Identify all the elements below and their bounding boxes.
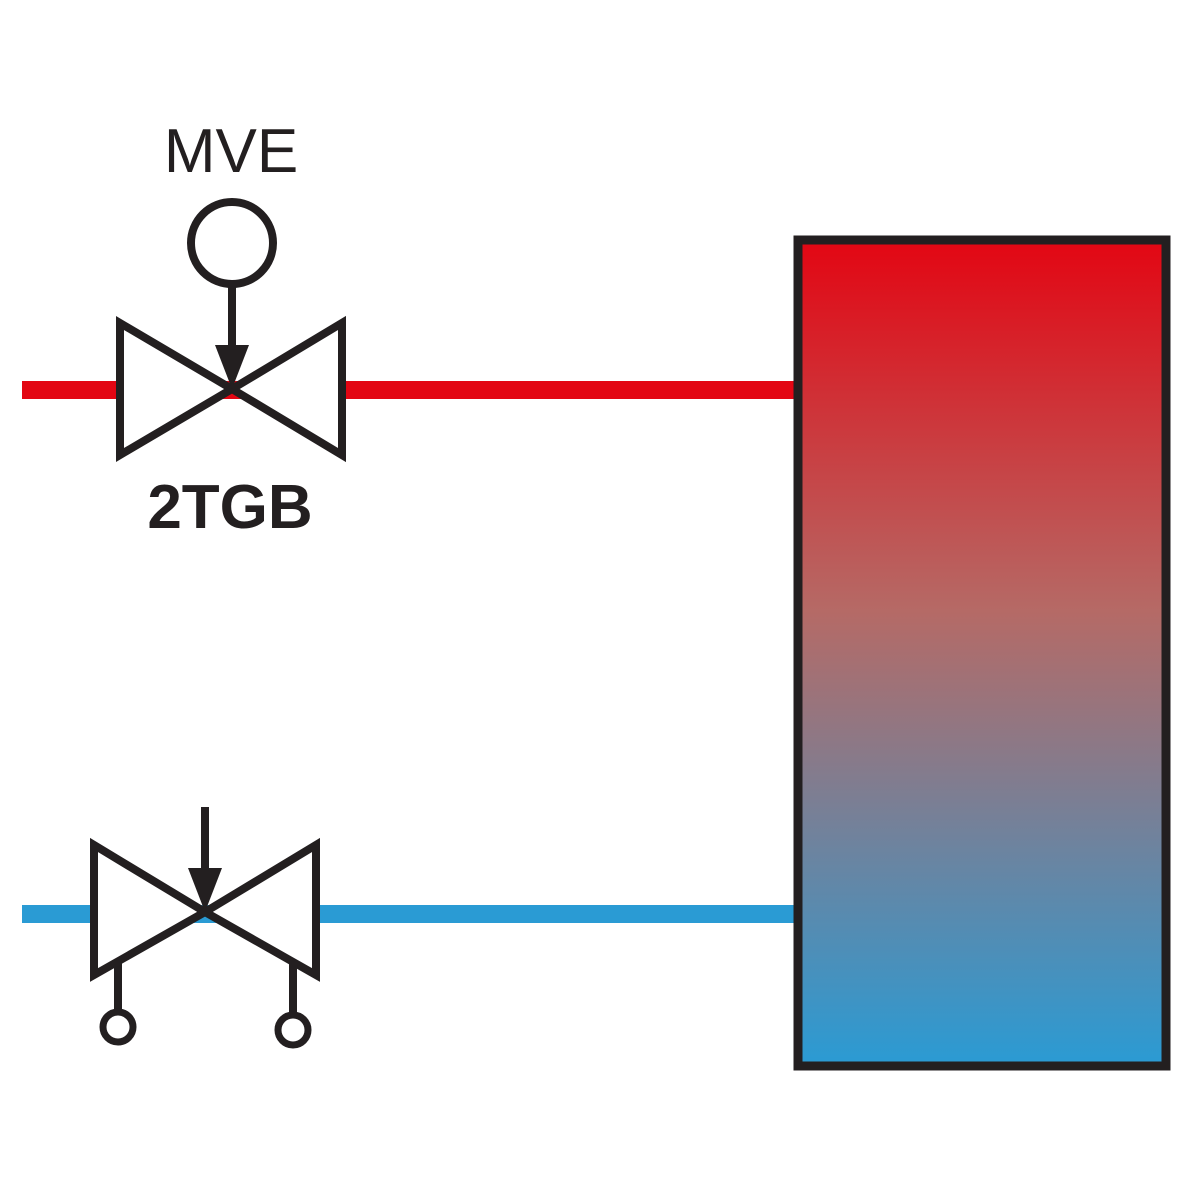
valve-label: 2TGB <box>147 473 312 542</box>
valve-right-triangle <box>197 837 320 982</box>
left-port-circle-icon <box>99 1008 137 1046</box>
valve-left-triangle <box>116 316 240 462</box>
actuator-circle-icon <box>187 198 277 288</box>
storage-tank-icon[interactable] <box>793 235 1171 1071</box>
actuator-arrow-icon <box>215 345 249 389</box>
two-way-valve-with-actuator-icon[interactable] <box>116 198 346 463</box>
right-port-circle-icon <box>274 1011 312 1049</box>
actuator-label: MVE <box>164 117 298 186</box>
valve-arrow-icon <box>188 868 222 912</box>
two-way-valve-with-ports-icon[interactable] <box>90 807 320 1049</box>
valve-right-triangle <box>224 315 346 463</box>
valve-left-triangle <box>90 837 213 982</box>
